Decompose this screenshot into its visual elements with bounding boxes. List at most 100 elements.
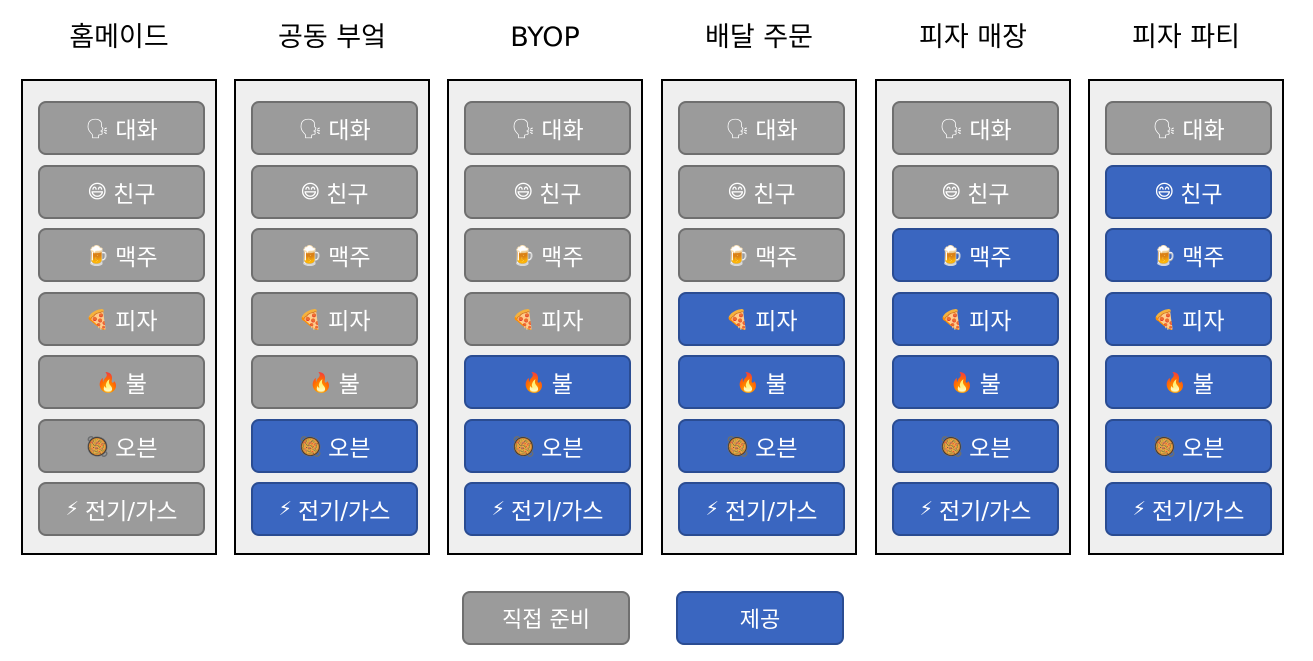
layer-item-label: 전기/가스 <box>1151 499 1245 525</box>
oven-icon: 🥘 <box>1152 435 1177 458</box>
layer-item: 🥘오븐 <box>464 419 631 473</box>
legend-provided: 제공 <box>676 591 844 645</box>
column-panel: 🗣대화😄친구🍺맥주🍕피자🔥불🥘오븐⚡전기/가스 <box>234 79 430 555</box>
layer-item: 🗣대화 <box>892 101 1059 155</box>
beer-mug-icon: 🍺 <box>939 244 964 267</box>
speaking-head-icon: 🗣 <box>725 117 750 140</box>
column-panel: 🗣대화 😄친구 🍺맥주 🍕피자 🔥불 🥘오븐 ⚡전기/가스 <box>875 79 1071 555</box>
layer-item-label: 불 <box>551 372 573 398</box>
layer-item-label: 피자 <box>115 309 158 335</box>
layer-item-label: 피자 <box>541 309 584 335</box>
fire-icon: 🔥 <box>309 371 333 394</box>
grinning-face-icon: 😄 <box>87 181 108 203</box>
oven-icon: 🥘 <box>511 435 536 458</box>
layer-item-label: 맥주 <box>755 245 798 271</box>
layer-item: ⚡전기/가스 <box>1105 482 1272 536</box>
layer-item-label: 친구 <box>539 182 582 208</box>
layer-item-label: 대화 <box>755 118 798 144</box>
layer-item: 🗣대화 <box>464 101 631 155</box>
layer-item-label: 친구 <box>753 182 796 208</box>
layer-item: 😄친구 <box>892 165 1059 219</box>
oven-icon: 🥘 <box>939 435 964 458</box>
layer-item-label: 오븐 <box>328 436 371 462</box>
layer-item-label: 전기/가스 <box>84 499 178 525</box>
layer-item: 😄친구 <box>1105 165 1272 219</box>
layer-item: 🗣대화 <box>1105 101 1272 155</box>
beer-mug-icon: 🍺 <box>511 244 536 267</box>
layer-item: 🍺맥주 <box>892 228 1059 282</box>
lightning-icon: ⚡ <box>1132 498 1146 520</box>
grinning-face-icon: 😄 <box>727 181 748 203</box>
speaking-head-icon: 🗣 <box>939 117 964 140</box>
fire-icon: 🔥 <box>950 371 974 394</box>
layer-item: ⚡전기/가스 <box>464 482 631 536</box>
pizza-slice-icon: 🍕 <box>939 308 964 331</box>
beer-mug-icon: 🍺 <box>85 244 110 267</box>
layer-item: ⚡전기/가스 <box>892 482 1059 536</box>
layer-item: 🍕피자 <box>892 292 1059 346</box>
layer-item: 🍺맥주 <box>1105 228 1272 282</box>
layer-item-label: 전기/가스 <box>938 499 1032 525</box>
layer-item-label: 피자 <box>755 309 798 335</box>
layer-item: 🥘오븐 <box>1105 419 1272 473</box>
layer-item-label: 대화 <box>1182 118 1225 144</box>
column-title: 피자 매장 <box>919 22 1027 53</box>
layer-item-label: 전기/가스 <box>510 499 604 525</box>
layer-item-label: 피자 <box>969 309 1012 335</box>
lightning-icon: ⚡ <box>919 498 933 520</box>
oven-icon: 🥘 <box>725 435 750 458</box>
legend-provided-label: 제공 <box>739 608 781 633</box>
oven-icon: 🥘 <box>85 435 110 458</box>
column-title: 피자 파티 <box>1132 22 1240 53</box>
layer-item-label: 대화 <box>115 118 158 144</box>
legend-self-prepared-label: 직접 준비 <box>502 608 590 633</box>
layer-item-label: 친구 <box>967 182 1010 208</box>
layer-item-label: 오븐 <box>115 436 158 462</box>
column-title: 공동 부엌 <box>278 22 386 53</box>
layer-item: 🗣대화 <box>38 101 205 155</box>
layer-item-label: 대화 <box>969 118 1012 144</box>
layer-item: 🥘오븐 <box>892 419 1059 473</box>
layer-item: 😄친구 <box>38 165 205 219</box>
layer-item: 🗣대화 <box>678 101 845 155</box>
lightning-icon: ⚡ <box>278 498 292 520</box>
layer-item-label: 불 <box>1192 372 1214 398</box>
layer-item-label: 오븐 <box>1182 436 1225 462</box>
layer-item: 🍕피자 <box>38 292 205 346</box>
speaking-head-icon: 🗣 <box>85 117 110 140</box>
layer-item: 🔥불 <box>464 355 631 409</box>
layer-item: 🔥불 <box>251 355 418 409</box>
layer-item: 🍺맥주 <box>251 228 418 282</box>
layer-item-label: 불 <box>979 372 1001 398</box>
layer-item-label: 피자 <box>328 309 371 335</box>
grinning-face-icon: 😄 <box>513 181 534 203</box>
column-panel: 🗣대화😄친구🍺맥주🍕피자🔥불🥘오븐⚡전기/가스 <box>21 79 217 555</box>
layer-item-label: 맥주 <box>115 245 158 271</box>
layer-item: 🍕피자 <box>678 292 845 346</box>
layer-item: 🍕피자 <box>251 292 418 346</box>
lightning-icon: ⚡ <box>491 498 505 520</box>
layer-item: 🍺맥주 <box>464 228 631 282</box>
legend-self-prepared: 직접 준비 <box>462 591 630 645</box>
layer-item-label: 맥주 <box>969 245 1012 271</box>
layer-item: 😄친구 <box>251 165 418 219</box>
layer-item-label: 오븐 <box>755 436 798 462</box>
column-title: 홈메이드 <box>69 22 169 53</box>
layer-item: 🥘오븐 <box>678 419 845 473</box>
beer-mug-icon: 🍺 <box>1152 244 1177 267</box>
layer-item-label: 친구 <box>113 182 156 208</box>
layer-item: 🥘오븐 <box>251 419 418 473</box>
lightning-icon: ⚡ <box>705 498 719 520</box>
layer-item: ⚡전기/가스 <box>251 482 418 536</box>
layer-item-label: 대화 <box>541 118 584 144</box>
column-title: 배달 주문 <box>705 22 813 53</box>
layer-item: 🔥불 <box>892 355 1059 409</box>
layer-item: 🔥불 <box>678 355 845 409</box>
pizza-slice-icon: 🍕 <box>725 308 750 331</box>
layer-item-label: 오븐 <box>541 436 584 462</box>
layer-item-label: 전기/가스 <box>297 499 391 525</box>
speaking-head-icon: 🗣 <box>1152 117 1177 140</box>
layer-item: 🍺맥주 <box>38 228 205 282</box>
pizza-slice-icon: 🍕 <box>1152 308 1177 331</box>
grinning-face-icon: 😄 <box>300 181 321 203</box>
